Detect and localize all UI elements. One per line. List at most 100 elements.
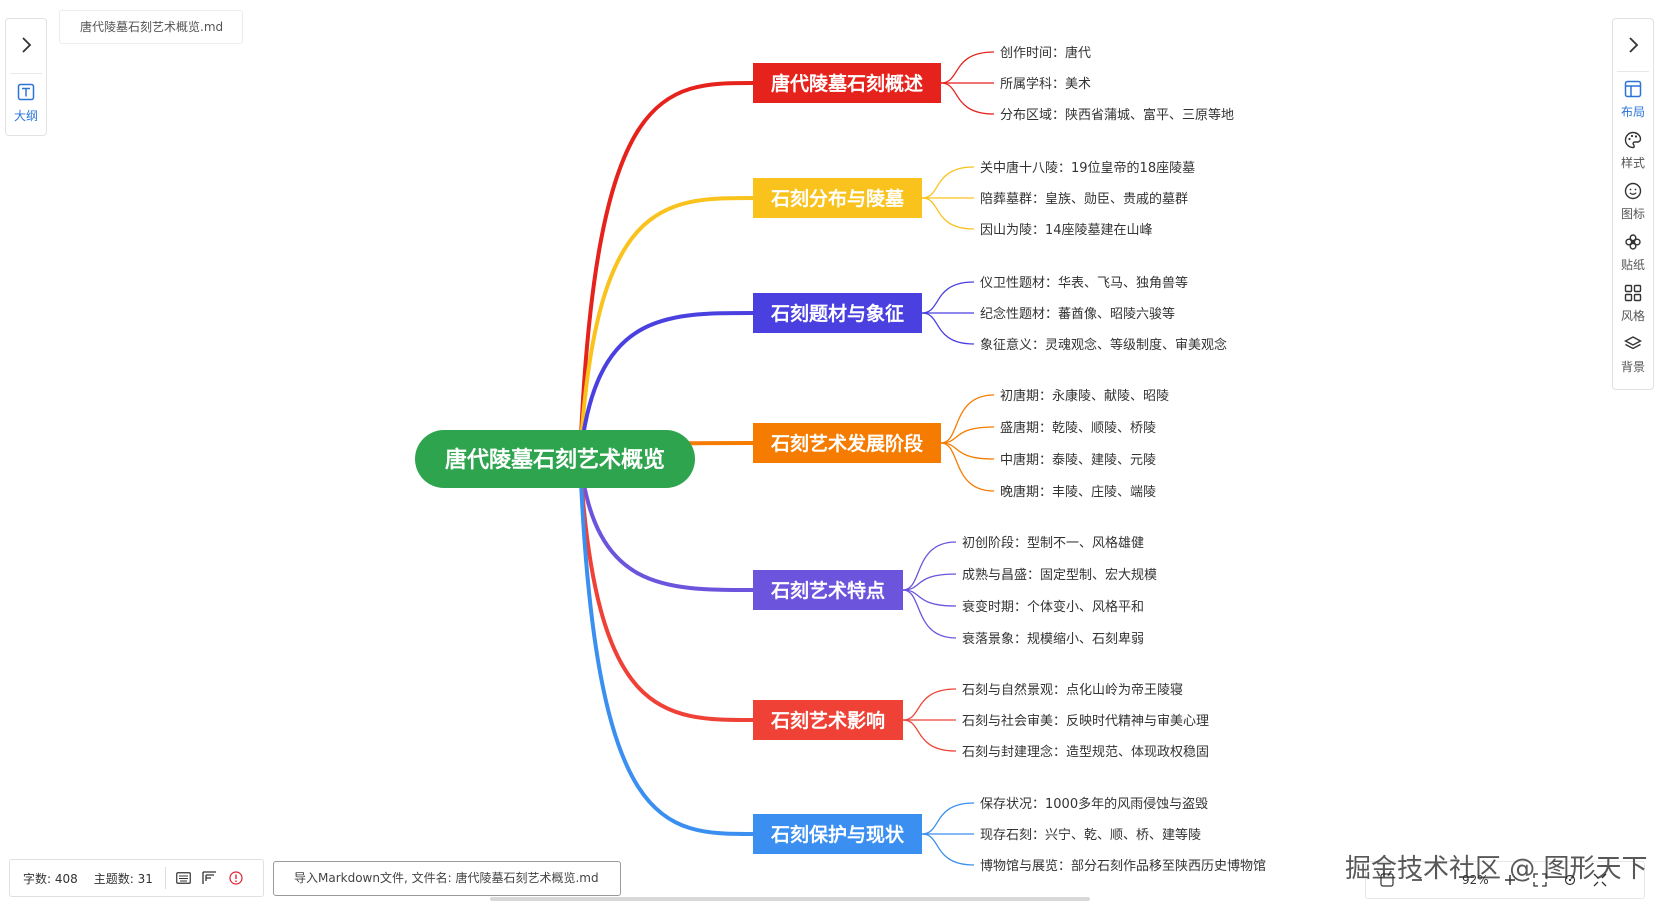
branch-node-box	[753, 293, 922, 333]
expand-right-button[interactable]	[1613, 19, 1653, 71]
branch-node[interactable]: 石刻分布与陵墓	[753, 178, 922, 218]
layers-icon	[1624, 336, 1642, 350]
topic-count: 主题数: 31	[93, 871, 153, 886]
leaf-connector	[902, 541, 957, 591]
tool-background[interactable]: 背景	[1613, 327, 1653, 378]
fullscreen-icon[interactable]	[1378, 871, 1396, 889]
status-bar: 字数: 408 主题数: 31	[9, 859, 264, 897]
info-icon[interactable]	[228, 870, 244, 886]
leaf-node[interactable]: 中唐期：泰陵、建陵、元陵	[1000, 452, 1156, 468]
leaf-node[interactable]: 创作时间：唐代	[1000, 45, 1091, 61]
node-layer: 唐代陵墓石刻概述 创作时间：唐代所属学科：美术分布区域：陕西省蒲城、富平、三原等地…	[415, 45, 1266, 874]
leaf-node[interactable]: 盛唐期：乾陵、顺陵、桥陵	[1000, 420, 1156, 436]
leaf-connector	[921, 281, 975, 314]
leaf-node[interactable]: 仪卫性题材：华表、飞马、独角兽等	[980, 275, 1188, 291]
leaf-connector	[921, 802, 975, 835]
leaf-node[interactable]: 初创阶段：型制不一、风格雄健	[962, 535, 1144, 551]
leaf-connector	[940, 442, 995, 492]
branch-node[interactable]: 唐代陵墓石刻概述	[753, 63, 941, 103]
leaf-node[interactable]: 陪葬墓群：皇族、勋臣、贵戚的墓群	[980, 191, 1188, 207]
leaf-node[interactable]: 博物馆与展览：部分石刻作品移至陕西历史博物馆	[980, 858, 1266, 874]
leaf-node[interactable]: 成熟与昌盛：固定型制、宏大规模	[962, 567, 1157, 583]
tool-style[interactable]: 样式	[1613, 123, 1653, 174]
branch-node[interactable]: 石刻题材与象征	[753, 293, 922, 333]
branch-node-box	[753, 814, 922, 854]
leaf-node[interactable]: 所属学科：美术	[1000, 76, 1091, 92]
fit-icon[interactable]	[1531, 871, 1549, 889]
divider	[164, 867, 166, 889]
mini-map-icon[interactable]	[202, 870, 218, 886]
zoom-controls: 92%	[1365, 861, 1645, 899]
branch-title: 唐代陵墓石刻概述	[771, 72, 923, 95]
root-title: 唐代陵墓石刻艺术概览	[445, 447, 665, 473]
watermark: 掘金技术社区 @ 图形天下	[1345, 854, 1648, 884]
zoom-value: 92%	[1462, 873, 1489, 887]
branch-title: 石刻艺术特点	[770, 579, 885, 602]
leaf-connector	[921, 833, 975, 866]
leaf-node[interactable]: 象征意义：灵魂观念、等级制度、审美观念	[980, 337, 1227, 353]
leaf-node[interactable]: 石刻与自然景观：点化山岭为帝王陵寝	[962, 682, 1183, 698]
leaf-node[interactable]: 现存石刻：兴宁、乾、顺、桥、建等陵	[980, 827, 1201, 843]
leaf-connector	[940, 82, 995, 115]
zoom-out-icon[interactable]	[1408, 871, 1426, 889]
outline-button[interactable]: 大纲	[6, 83, 46, 133]
tool-stickers[interactable]: 贴纸	[1613, 225, 1653, 276]
leaf-connector	[940, 51, 995, 84]
leaf-connector	[902, 573, 957, 591]
leaf-connector	[921, 312, 975, 345]
leaf-node[interactable]: 初唐期：永康陵、献陵、昭陵	[1000, 388, 1169, 404]
horizontal-scrollbar[interactable]	[490, 897, 1090, 901]
outline-label: 大纲	[13, 109, 38, 123]
branch-node[interactable]: 石刻艺术影响	[753, 700, 903, 740]
grid-icon	[1624, 284, 1642, 302]
leaf-node[interactable]: 纪念性题材：蕃酋像、昭陵六骏等	[980, 306, 1175, 322]
file-tab[interactable]: 唐代陵墓石刻艺术概览.md	[59, 10, 243, 44]
chevron-right-icon	[1629, 37, 1639, 53]
leaf-connector	[902, 719, 957, 752]
right-toolbar: 布局 样式 图标 贴纸 风格 背景	[1612, 18, 1654, 390]
zoom-in-icon[interactable]	[1501, 871, 1519, 889]
leaf-node[interactable]: 石刻与社会审美：反映时代精神与审美心理	[962, 713, 1209, 729]
root-node[interactable]: 唐代陵墓石刻艺术概览	[415, 430, 695, 488]
chevron-right-icon	[22, 37, 32, 53]
tool-theme[interactable]: 风格	[1613, 276, 1653, 327]
leaf-node[interactable]: 晚唐期：丰陵、庄陵、端陵	[1000, 484, 1156, 500]
expand-screen-icon[interactable]	[1591, 871, 1609, 889]
left-panel: 大纲	[5, 18, 47, 136]
leaf-node[interactable]: 衰落景象：规模缩小、石刻卑弱	[962, 631, 1144, 647]
leaf-connector	[921, 166, 975, 199]
branch-connector	[578, 457, 755, 836]
tool-label: 风格	[1620, 309, 1645, 323]
leaf-connector	[921, 197, 975, 230]
tool-layout[interactable]: 布局	[1613, 72, 1653, 123]
layout-icon	[1624, 80, 1642, 98]
leaf-node[interactable]: 保存状况：1000多年的风雨侵蚀与盗毁	[980, 796, 1208, 812]
leaf-node[interactable]: 因山为陵：14座陵墓建在山峰	[980, 223, 1153, 238]
branch-node[interactable]: 石刻艺术特点	[753, 570, 903, 610]
leaf-node[interactable]: 分布区域：陕西省蒲城、富平、三原等地	[1000, 107, 1234, 123]
expand-left-button[interactable]	[6, 19, 46, 71]
palette-icon	[1624, 131, 1642, 149]
tool-label: 样式	[1620, 156, 1645, 170]
text-box-icon	[17, 83, 35, 101]
leaf-node[interactable]: 关中唐十八陵：19位皇帝的18座陵墓	[980, 160, 1195, 176]
leaf-connector	[940, 394, 995, 444]
leaf-connector	[902, 589, 957, 639]
leaf-node[interactable]: 衰变时期：个体变小、风格平和	[962, 599, 1144, 615]
branch-title: 石刻保护与现状	[770, 823, 905, 846]
locate-icon[interactable]	[1561, 871, 1579, 889]
leaf-connector	[940, 442, 995, 460]
branch-title: 石刻分布与陵墓	[770, 187, 905, 210]
keyboard-icon[interactable]	[176, 870, 192, 886]
tool-label: 贴纸	[1620, 258, 1645, 272]
tool-label: 图标	[1620, 207, 1645, 221]
import-message: 导入Markdown文件, 文件名: 唐代陵墓石刻艺术概览.md	[273, 861, 621, 896]
leaf-connector	[902, 589, 957, 607]
branch-node[interactable]: 石刻保护与现状	[753, 814, 922, 854]
leaf-node[interactable]: 石刻与封建理念：造型规范、体现政权稳固	[962, 744, 1209, 760]
leaf-connector	[902, 688, 957, 721]
branch-node[interactable]: 石刻艺术发展阶段	[753, 423, 941, 463]
branch-connector	[578, 311, 755, 461]
tool-icons[interactable]: 图标	[1613, 174, 1653, 225]
